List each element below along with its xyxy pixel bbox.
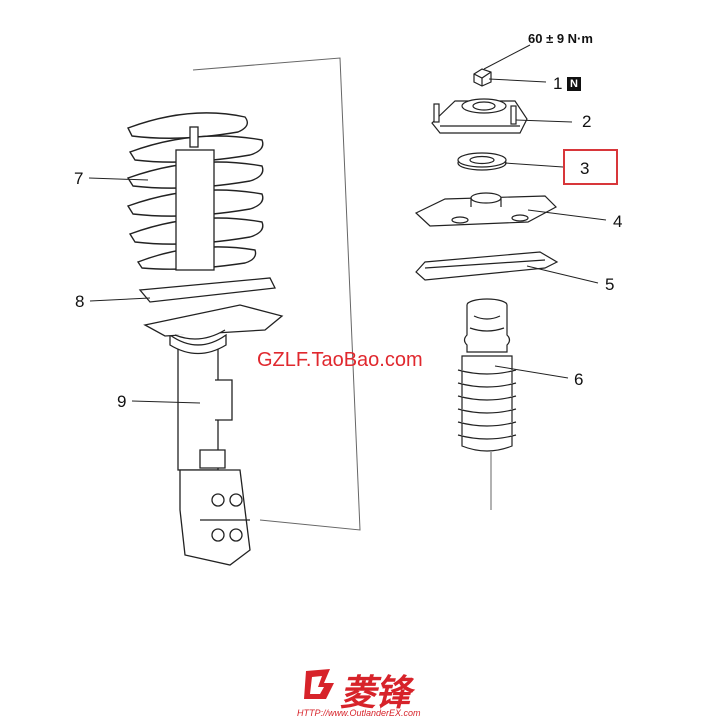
callout-6: 6 [574,370,584,389]
brand-url: HTTP://www.OutlanderEX.com [297,708,421,718]
part-6-bump-stop-boot [457,298,517,452]
leader-6 [494,365,569,379]
callout-5: 5 [605,275,615,294]
watermark-text: GZLF.TaoBao.com [257,349,423,371]
callout-1: 1 [553,74,563,93]
callout-7: 7 [74,169,84,188]
part-8-lower-spring-seat [138,277,284,340]
callout-2: 2 [582,112,592,131]
torque-leader [483,44,531,70]
callout-3: 3 [580,159,590,178]
part-3-bearing [457,152,507,171]
leader-7 [88,177,149,181]
leader-4 [527,209,607,221]
leader-9 [131,400,201,404]
part-1-nut [473,68,492,87]
part-9-strut-body [169,126,251,566]
part-4-upper-spring-seat [414,192,557,227]
assembly-frame [192,57,361,531]
new-part-badge: N [567,77,581,91]
leader-5 [526,265,599,284]
part-5-spring-pad [415,251,559,281]
torque-spec-label: 60 ± 9 N·m [528,31,593,46]
leader-3 [504,162,564,168]
leader-2 [515,119,573,123]
callout-4: 4 [613,212,623,231]
callout-8: 8 [75,292,85,311]
brand-logo-text: 菱锋 [340,672,411,713]
callout-3-highlight [563,149,618,185]
part-2-upper-mount [431,98,528,134]
leader-1 [488,78,547,83]
callout-9: 9 [117,392,127,411]
brand-logo-icon [304,669,334,699]
leader-8 [89,297,151,302]
